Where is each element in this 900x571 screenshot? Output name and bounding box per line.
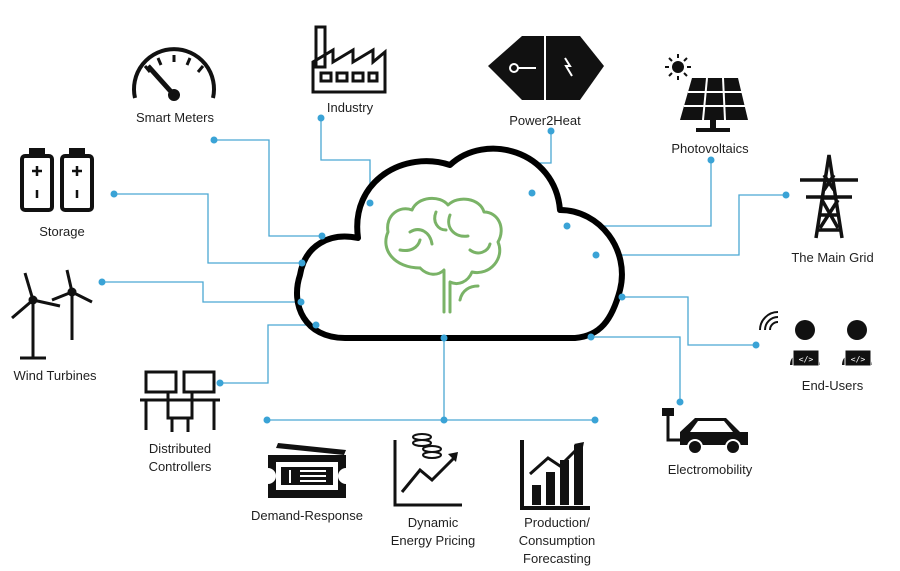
battery-icon <box>20 148 94 212</box>
wind-turbine-icon <box>11 269 93 360</box>
label-main-grid: The Main Grid <box>791 250 874 265</box>
svg-text:</>: </> <box>851 355 866 364</box>
connector-dots <box>98 114 790 424</box>
bar-chart-icon <box>520 440 590 510</box>
workstation-icon <box>140 370 220 432</box>
cloud-shape <box>294 145 625 341</box>
gauge-icon <box>132 47 216 101</box>
factory-icon <box>311 25 387 94</box>
solar-panel-icon <box>665 54 748 132</box>
label-photovoltaics: Photovoltaics <box>671 141 749 156</box>
label-smart-meters: Smart Meters <box>135 110 214 125</box>
label-end-users: End-Users <box>801 378 864 393</box>
label-power2heat: Power2Heat <box>509 113 581 128</box>
label-demand-response: Demand-Response <box>250 508 363 523</box>
svg-text:</>: </> <box>799 355 814 364</box>
label-electromobility: Electromobility <box>667 462 753 477</box>
label-industry: Industry <box>326 100 374 115</box>
cloud-connection-dots <box>297 189 626 342</box>
users-icon: </> </> <box>759 311 872 367</box>
heater-icon <box>488 36 604 100</box>
label-wind-turbines: Wind Turbines <box>13 368 97 383</box>
label-storage: Storage <box>39 224 85 239</box>
car-icon <box>662 408 748 455</box>
ticket-icon <box>268 443 346 498</box>
chart-up-icon <box>393 433 462 507</box>
connectors <box>102 118 786 421</box>
brain-icon <box>384 196 503 314</box>
pylon-icon <box>800 154 858 239</box>
